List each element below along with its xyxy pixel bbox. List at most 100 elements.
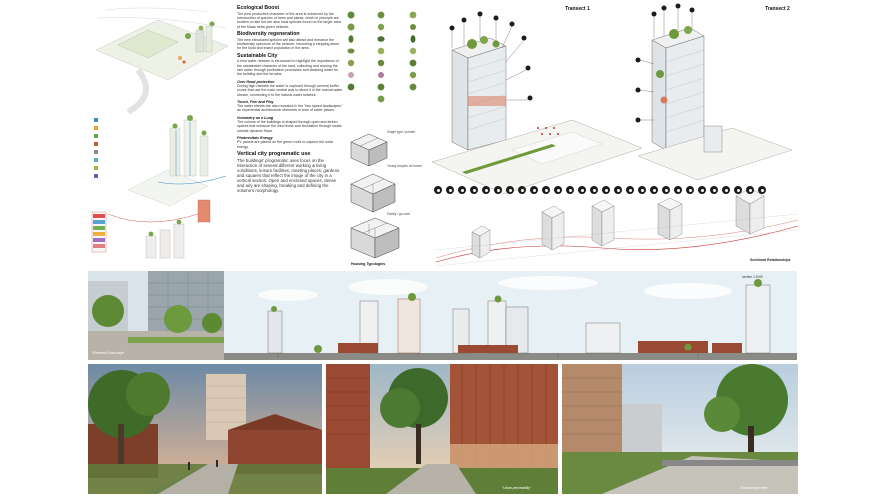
program-icon <box>758 186 766 194</box>
transect-1-drawing <box>431 11 643 195</box>
sustainable-title: Sustainable City <box>237 52 278 59</box>
section-scale: section 1:1000 <box>742 275 763 279</box>
tree-icon <box>347 23 355 31</box>
eco-boost-title: Ecological Boost <box>237 5 280 11</box>
plant-icon <box>377 59 385 67</box>
flower-icon <box>378 72 384 78</box>
sectional-relationships-drawing <box>435 187 799 267</box>
strip-caption: "Elevated Greenscape" <box>92 351 125 355</box>
species-item <box>377 46 407 57</box>
plant-icon <box>409 59 417 67</box>
program-icon <box>686 186 694 194</box>
axonometric-diagrams-svg <box>91 7 229 259</box>
text-column: Ecological Boost The post productive cha… <box>237 4 343 269</box>
pv-heading: Photovoltaic Energy <box>237 135 273 140</box>
program-icon <box>494 186 502 194</box>
axonometric-diagrams <box>88 0 234 268</box>
housing-young-label: Young couples /at home/ <box>387 164 423 168</box>
species-item <box>377 10 407 21</box>
species-item <box>409 82 439 93</box>
program-diagram <box>91 199 211 259</box>
vertical-body: The buildings' programatic uses focus on… <box>237 157 340 194</box>
species-item <box>347 46 377 57</box>
species-item <box>409 22 439 33</box>
eco-boost-body: The post productive character of the are… <box>237 11 341 29</box>
species-item <box>377 58 407 69</box>
program-icon <box>674 186 682 194</box>
render-1-svg <box>88 364 322 494</box>
species-item <box>409 58 439 69</box>
program-icon <box>446 186 454 194</box>
housing-single-label: Single type / private <box>387 130 415 134</box>
species-item <box>377 94 407 105</box>
plant-icon <box>377 47 385 55</box>
tree-icon <box>347 11 355 19</box>
program-icon <box>542 186 550 194</box>
programme-icon-row <box>434 184 802 204</box>
sustainability-diagram <box>94 115 227 207</box>
species-item <box>347 34 377 45</box>
elevated-greenscape-photo: "Elevated Greenscape" <box>88 271 224 360</box>
flood-heading: Over flood protection <box>237 79 275 84</box>
plant-icon <box>347 83 355 91</box>
program-icon <box>746 186 754 194</box>
housing-drawings <box>350 133 400 259</box>
biodiversity-title: Biodiversity regeneration <box>237 30 300 37</box>
site-axonometric <box>95 7 229 115</box>
plant-icon <box>409 83 417 91</box>
render-2: "Urban permeability" <box>326 364 558 494</box>
program-icon <box>590 186 598 194</box>
volume-body: The volume of the buildings is shaped th… <box>237 120 343 133</box>
species-item <box>377 70 407 81</box>
unit-single <box>350 133 388 167</box>
species-item <box>409 70 439 81</box>
program-icon <box>626 186 634 194</box>
species-item <box>377 34 407 45</box>
housing-typologies: Single type / private Young couples /at … <box>347 126 431 268</box>
program-icon <box>722 186 730 194</box>
plant-icon <box>409 47 417 55</box>
program-icon <box>602 186 610 194</box>
housing-family-label: Family / go-cant <box>387 212 410 216</box>
plant-icon <box>410 35 416 43</box>
species-item <box>409 10 439 21</box>
program-icon <box>578 186 586 194</box>
plant-icon <box>409 11 417 19</box>
program-icon <box>482 186 490 194</box>
flower-icon <box>348 72 354 78</box>
render-1 <box>88 364 322 494</box>
program-icon <box>638 186 646 194</box>
program-icon <box>650 186 658 194</box>
plant-icon <box>377 95 385 103</box>
vertical-city-block: Vertical city programatic use The buildi… <box>237 151 343 194</box>
species-item <box>409 46 439 57</box>
volume-heading: Volumetry as a Lung <box>237 115 274 120</box>
plant-icon <box>377 83 385 91</box>
touch-heading: Touch, Feel and Play <box>237 99 274 104</box>
species-item <box>377 82 407 93</box>
program-icon <box>566 186 574 194</box>
render-2-caption: "Urban permeability" <box>502 486 532 490</box>
program-icon <box>554 186 562 194</box>
render-3-caption: "Elevated greenery" <box>740 486 769 490</box>
plant-icon <box>348 35 354 43</box>
program-icon <box>710 186 718 194</box>
plant-icon <box>347 48 355 54</box>
unit-young <box>350 173 396 213</box>
sustainable-intro: A new water network is introduced to hig… <box>237 59 339 77</box>
species-item <box>347 82 377 93</box>
pv-body: PV panels are placed on the green roofs … <box>237 140 334 149</box>
species-item <box>347 70 377 81</box>
plant-icon <box>377 11 385 19</box>
species-item <box>347 58 377 69</box>
transect-2-title: Transect 2 <box>765 6 790 12</box>
program-icon <box>614 186 622 194</box>
program-icon <box>734 186 742 194</box>
program-icon <box>518 186 526 194</box>
program-icon <box>662 186 670 194</box>
species-item <box>377 22 407 33</box>
plant-icon <box>409 71 417 79</box>
plant-icon <box>410 24 416 30</box>
touch-body: The water streets are also revealed in t… <box>237 104 343 113</box>
transects-svg <box>431 3 799 267</box>
